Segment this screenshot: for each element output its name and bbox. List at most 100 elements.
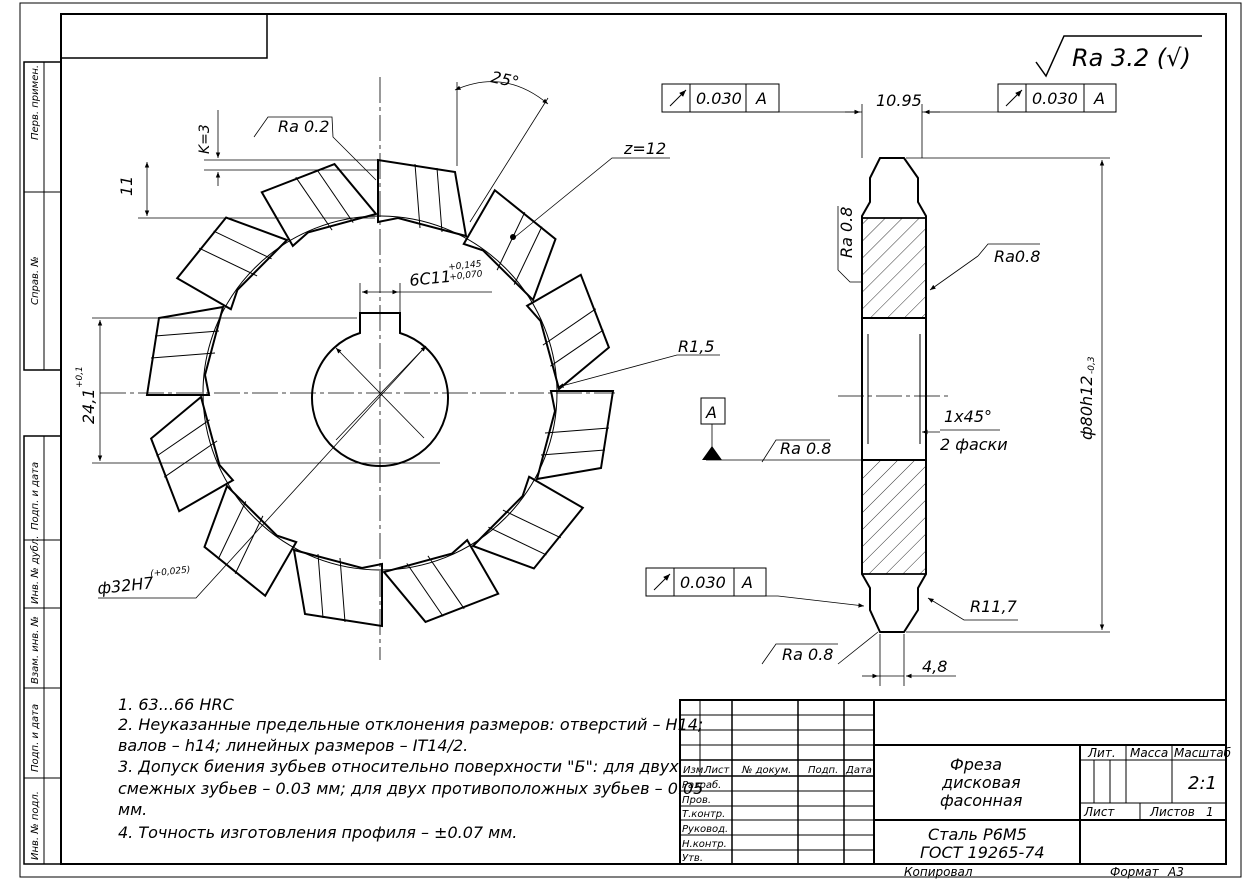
section-texts: 0.030 A 0.030 A 0.030 A 10.95 Ra 0.8 Ra0… (680, 89, 1105, 676)
cutter-tooth (149, 395, 235, 513)
cutter-tooth (471, 475, 585, 570)
tooth-edge-line (317, 553, 324, 619)
ra-02-label: Ra 0.2 (278, 117, 329, 136)
cutter-teeth (145, 158, 615, 628)
stamp-sprav-no: Справ. № (30, 256, 41, 305)
tooth-edge-line (150, 352, 216, 359)
tb-role-3: Т.контр. (682, 809, 725, 820)
cutter-tooth (462, 188, 557, 302)
tb-name-2: дисковая (941, 773, 1021, 792)
cutter-tooth (260, 162, 378, 248)
tb-material-2: ГОСТ 19265-74 (920, 843, 1045, 862)
chamfer-label: 1x45° (944, 407, 992, 426)
dim-241-tol: +0,1 (75, 366, 85, 388)
stamp-inv-dubl: Инв. № дубл. (29, 536, 41, 604)
cutter-tooth (292, 548, 383, 628)
tol-frame-2-value: 0.030 (1032, 89, 1078, 108)
keyway-base: 6С11 (408, 267, 451, 290)
tb-list: Лист (703, 765, 731, 776)
stamp-inv-podl: Инв. № подл. (30, 791, 41, 860)
cutter-tooth (145, 305, 225, 396)
cutter-tooth (525, 273, 611, 391)
tol-frame-1-value: 0.030 (696, 89, 742, 108)
tooth-edge-line (540, 449, 606, 456)
datum-triangle (702, 446, 722, 460)
height-11-label: 11 (117, 176, 136, 196)
tb-format: Формат (1110, 865, 1160, 879)
chamfer-note-label: 2 фаски (940, 435, 1008, 454)
cutter-tooth (175, 216, 289, 311)
keyway-dim: 6С11 +0,145 +0,070 (408, 259, 483, 290)
tb-format-value: А3 (1167, 865, 1184, 879)
note-line-3: валов – h14; линейных размеров – IT14/2. (118, 736, 468, 755)
tol-frame-3-value: 0.030 (680, 573, 726, 592)
dia-80-tol: -0,3 (1087, 356, 1097, 374)
tooth-edge-line (163, 440, 218, 478)
tooth-edge-line (542, 308, 597, 346)
tooth-edge-line (217, 501, 247, 560)
tb-mass: Масса (1130, 746, 1168, 760)
tooth-edge-line (414, 163, 421, 229)
tb-sheet: Лист (1083, 805, 1115, 819)
note-line-5: смежных зубьев – 0.03 мм; для двух проти… (118, 779, 703, 798)
tb-izm: Изм. (683, 765, 707, 776)
tooth-edge-line (496, 211, 526, 271)
ra-08-bottom-label: Ra 0.8 (782, 645, 833, 664)
section-annotations (706, 104, 1110, 686)
tooth-edge-line (154, 330, 220, 337)
datum-a-label: A (705, 403, 717, 422)
tb-scale-value: 2:1 (1188, 773, 1217, 794)
cutter-tooth (377, 158, 468, 238)
ra-08-left-label: Ra 0.8 (837, 207, 856, 258)
tol-frame-3-datum: A (741, 573, 753, 592)
cutter-tooth (535, 390, 615, 481)
tooth-edge-line (502, 509, 562, 539)
r15-label: R1,5 (678, 337, 715, 356)
cutter-tooth (203, 484, 298, 598)
tb-name-3: фасонная (940, 791, 1023, 810)
dia-80-dim: ф80h12 -0,3 (1077, 356, 1097, 440)
tooth-edge-line (156, 419, 210, 457)
tooth-edge-line (213, 230, 272, 260)
tooth-edge-line (406, 563, 444, 617)
technical-notes: 1. 63...66 HRC 2. Неуказанные предельные… (118, 695, 703, 842)
tooth-edge-line (295, 176, 333, 231)
keyway-low-tol: +0,070 (449, 269, 483, 282)
tb-role-2: Пров. (682, 795, 711, 806)
note-line-4: 3. Допуск биения зубьев относительно пов… (118, 757, 679, 776)
title-block-texts: Изм. Лист № докум. Подп. Дата Разраб. Пр… (682, 746, 1232, 879)
tb-doc: № докум. (741, 765, 791, 776)
keyway-up-tol: +0,145 (448, 259, 482, 272)
tol-frame-1-datum: A (755, 89, 767, 108)
note-line-1: 1. 63...66 HRC (118, 695, 235, 714)
width-1095-label: 10.95 (876, 91, 922, 110)
note-line-2: 2. Неуказанные предельные отклонения раз… (118, 715, 703, 734)
stamp-podp-data-1: Подп. и дата (30, 462, 41, 530)
tooth-edge-line (544, 427, 610, 434)
tooth-edge-line (198, 247, 258, 277)
tooth-edge-line (436, 167, 443, 233)
ra-08-datum-label: Ra 0.8 (780, 439, 831, 458)
general-roughness-text: Ra 3.2 (√) (1072, 44, 1191, 72)
stamp-vzam-inv: Взам. инв. № (30, 616, 41, 684)
tol-frame-2-datum: A (1093, 89, 1105, 108)
tb-podp: Подп. (808, 765, 838, 776)
tb-role-4: Руковод. (682, 824, 728, 835)
r117-label: R11,7 (970, 597, 1018, 616)
note-line-7: 4. Точность изготовления профиля – ±0.07… (118, 823, 517, 842)
note-line-6: мм. (118, 800, 147, 819)
bore-dim: ф32H7 (+0,025) (96, 565, 190, 598)
tb-sheets: Листов (1149, 805, 1195, 819)
stamp-podp-data-2: Подп. и дата (30, 704, 41, 772)
side-stamp-labels: Перв. примен. Справ. № Подп. и дата Инв.… (29, 65, 41, 860)
tb-role-5: Н.контр. (682, 839, 727, 850)
tooth-edge-line (339, 557, 346, 623)
sheet-frame (19, 2, 1242, 878)
tb-material-1: Сталь Р6М5 (928, 825, 1027, 844)
tb-role-1: Разраб. (682, 779, 721, 791)
bore-dim-base: ф32H7 (96, 573, 155, 598)
tooth-edge-line (513, 226, 543, 285)
tooth-edge-line (550, 329, 604, 367)
tb-data: Дата (845, 765, 872, 776)
